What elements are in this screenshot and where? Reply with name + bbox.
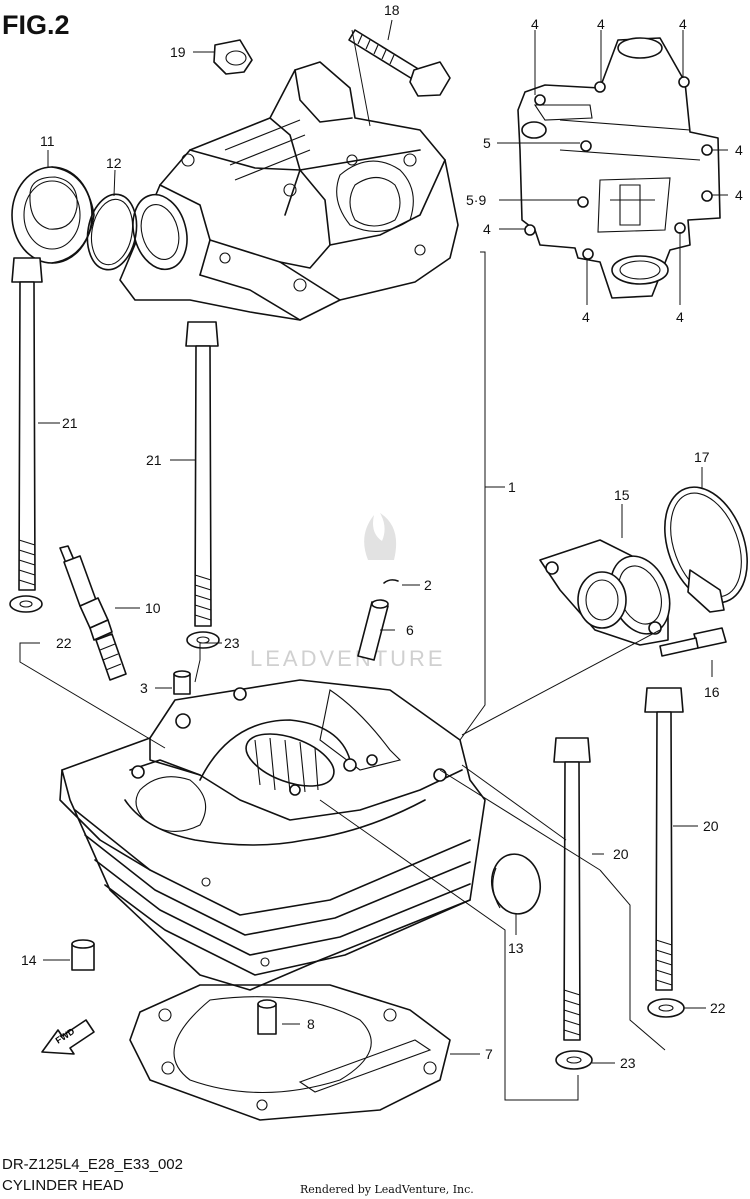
part-12-o-ring [86, 193, 138, 271]
fwd-arrow-icon: FWD [41, 1019, 95, 1055]
part-3-dowel [173, 670, 191, 695]
callout-21-a: 21 [62, 415, 78, 431]
part-13-plug [490, 853, 542, 915]
callout-16: 16 [704, 684, 720, 700]
part-11-cap [11, 166, 95, 264]
part-18-bolt [348, 29, 451, 97]
callout-5: 5 [483, 135, 491, 151]
part-23-washer-right [555, 1050, 593, 1070]
part-19-cap-nut [213, 39, 253, 75]
callout-2: 2 [424, 577, 432, 593]
part-6-valve-guide [357, 599, 389, 661]
callout-4-g: 4 [582, 309, 590, 325]
figure-title: FIG.2 [2, 10, 70, 40]
callout-4-f: 4 [483, 221, 491, 237]
part-22-washer-left [9, 595, 43, 613]
rendered-by-credit: Rendered by LeadVenture, Inc. [300, 1183, 474, 1196]
callout-23-a: 23 [224, 635, 240, 651]
section-name: CYLINDER HEAD [2, 1177, 124, 1194]
part-23-washer-middle [186, 631, 220, 649]
callout-23-b: 23 [620, 1055, 636, 1071]
part-1-cylinder-head [59, 679, 486, 991]
callout-22-b: 22 [710, 1000, 726, 1016]
cover-bolt-pattern [517, 37, 721, 299]
part-7-head-gasket [129, 984, 451, 1121]
watermark-text: LEADVENTURE [250, 646, 446, 671]
callout-19: 19 [170, 44, 186, 60]
part-21-bolt-left [11, 257, 43, 591]
callout-20-b: 20 [613, 846, 629, 862]
callout-12: 12 [106, 155, 122, 171]
part-15-intake-pipe [539, 539, 671, 646]
callout-17: 17 [694, 449, 710, 465]
callout-22-a: 22 [56, 635, 72, 651]
callout-20-a: 20 [703, 818, 719, 834]
callout-15: 15 [614, 487, 630, 503]
part-20-bolt-middle [553, 737, 591, 1041]
callout-10: 10 [145, 600, 161, 616]
cylinder-head-cover [119, 61, 459, 321]
part-10-spark-plug [59, 545, 127, 681]
callout-4-c: 4 [679, 16, 687, 32]
callout-4-e: 4 [735, 187, 743, 203]
watermark: LEADVENTURE [250, 513, 446, 671]
part-17-hose-clamp [664, 486, 748, 613]
callout-4-a: 4 [531, 16, 539, 32]
callout-11: 11 [40, 133, 55, 149]
callout-21-b: 21 [146, 452, 162, 468]
part-21-bolt-middle [185, 321, 219, 627]
callout-14: 14 [21, 952, 37, 968]
callouts: 1 2 3 4 4 4 4 4 4 4 4 5 5·9 6 7 8 10 11 … [21, 2, 743, 1071]
part-16-screw [659, 627, 727, 657]
callout-5-9: 5·9 [466, 192, 486, 208]
model-code: DR-Z125L4_E28_E33_002 [2, 1156, 183, 1173]
callout-6: 6 [406, 622, 414, 638]
callout-4-d: 4 [735, 142, 743, 158]
callout-4-h: 4 [676, 309, 684, 325]
part-8-dowel [257, 999, 277, 1035]
callout-18: 18 [384, 2, 400, 18]
callout-4-b: 4 [597, 16, 605, 32]
callout-7: 7 [485, 1046, 493, 1062]
part-20-bolt-right [644, 687, 684, 991]
part-2-clip [383, 579, 399, 584]
callout-3: 3 [140, 680, 148, 696]
part-14-dowel [71, 939, 95, 971]
callout-8: 8 [307, 1016, 315, 1032]
callout-1: 1 [508, 479, 516, 495]
callout-13: 13 [508, 940, 524, 956]
part-22-washer-right [647, 998, 685, 1018]
leader-lines [19, 19, 728, 1101]
